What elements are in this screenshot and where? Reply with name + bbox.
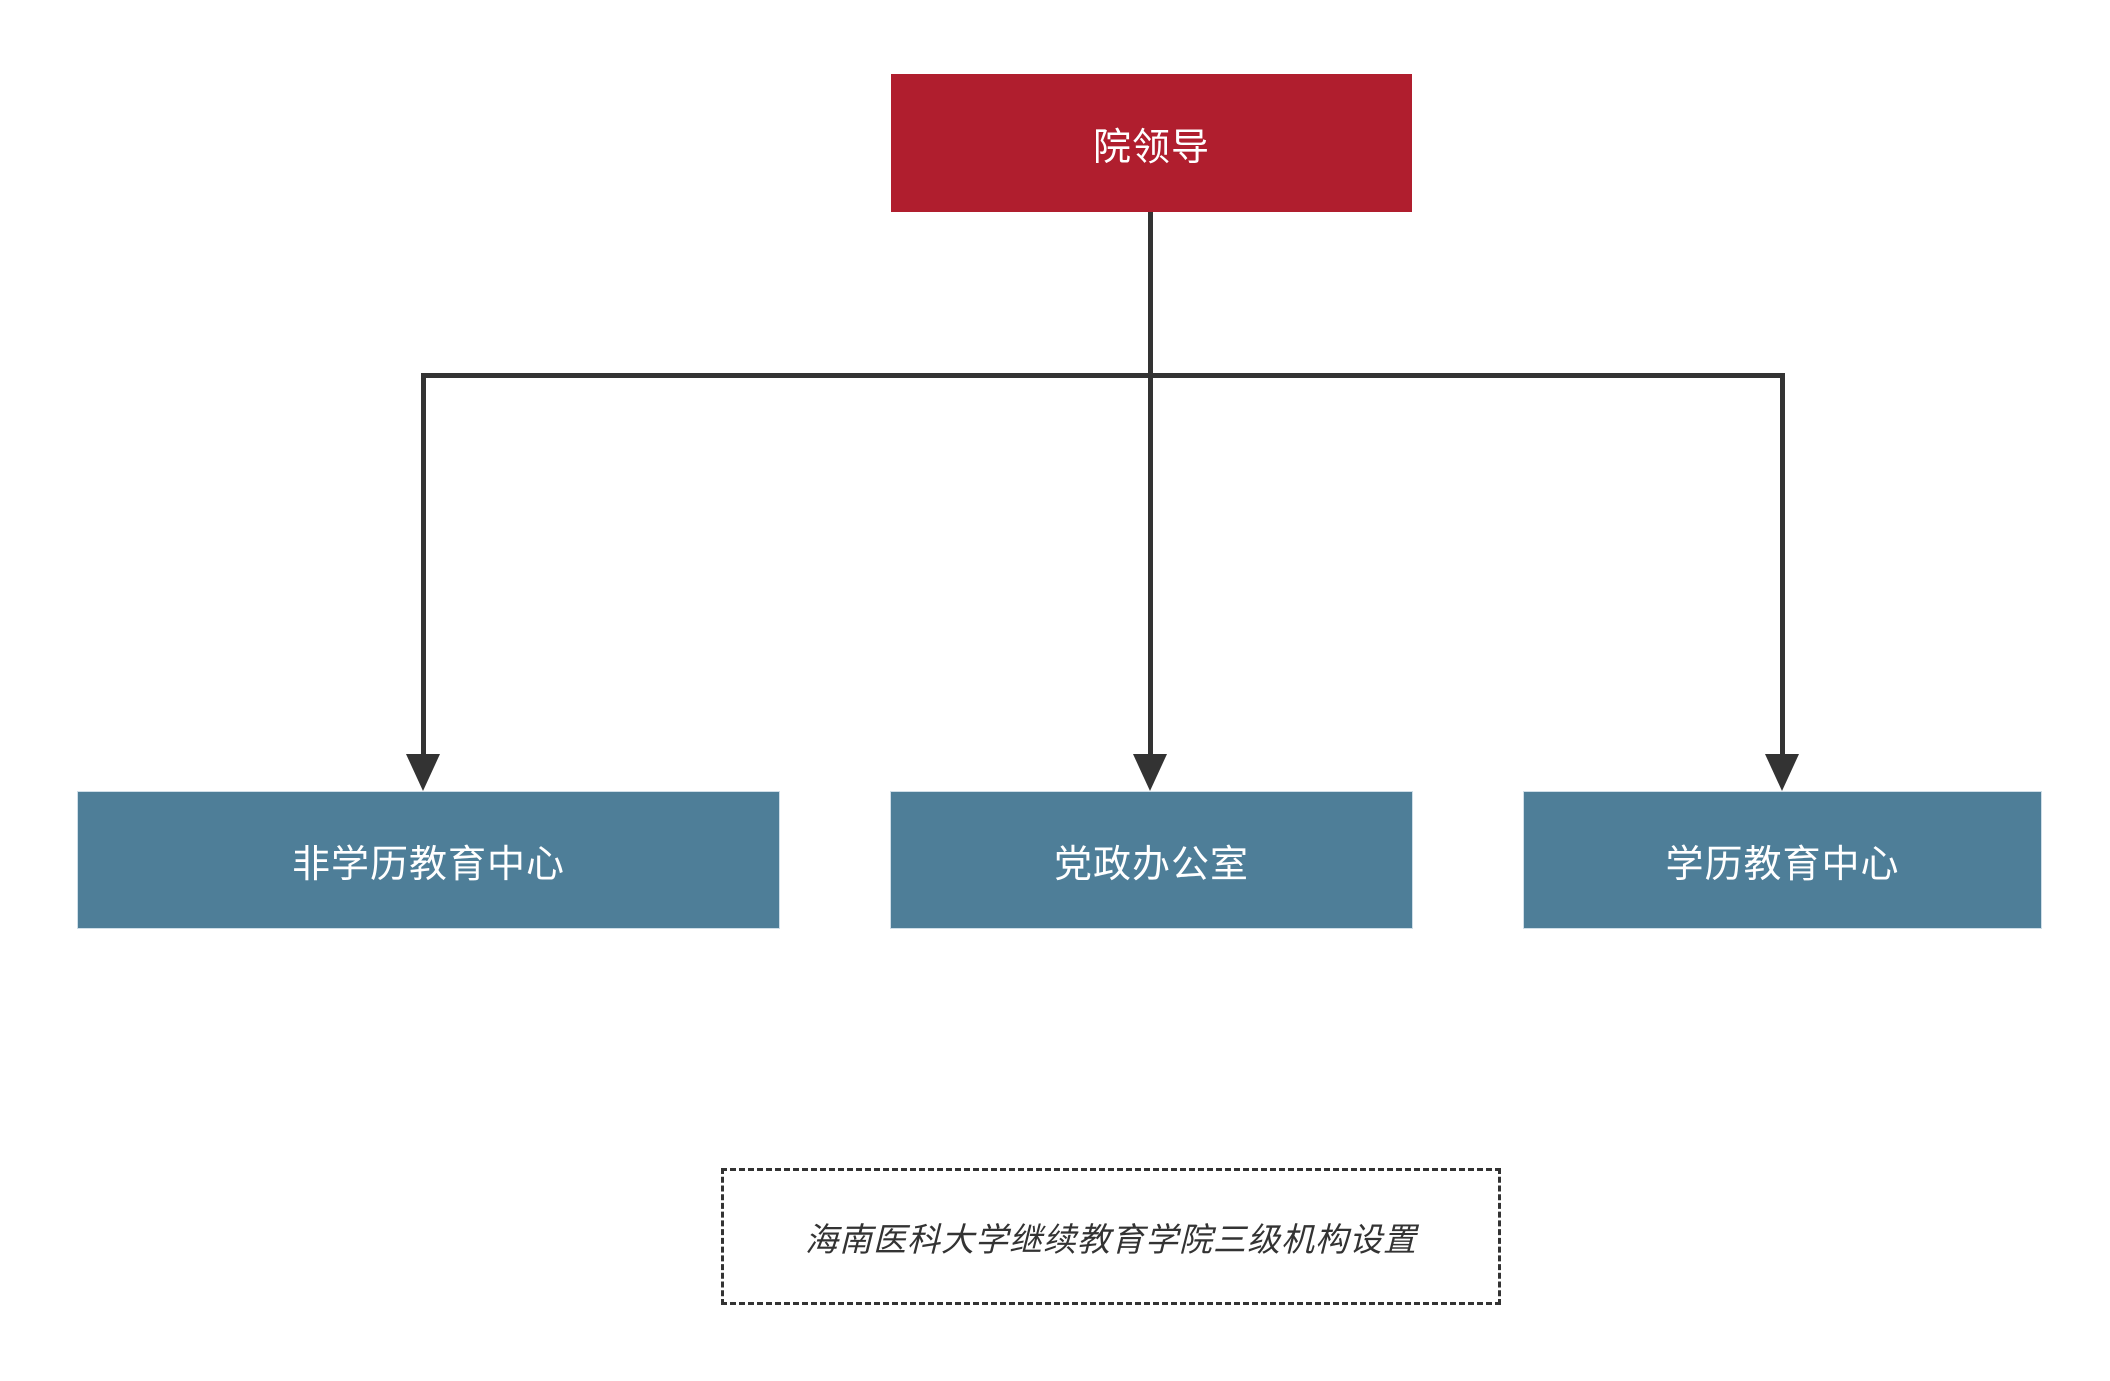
- arrowhead-middle-icon: [1133, 754, 1167, 791]
- org-node-non-degree-education-center: 非学历教育中心: [77, 791, 780, 929]
- connector-to-right-child: [1780, 373, 1785, 757]
- connector-horizontal-bus: [421, 373, 1784, 378]
- org-node-party-government-office: 党政办公室: [890, 791, 1413, 929]
- org-node-degree-education-center: 学历教育中心: [1523, 791, 2042, 929]
- org-node-degree-education-center-label: 学历教育中心: [1665, 843, 1900, 886]
- org-node-non-degree-education-center-label: 非学历教育中心: [291, 843, 565, 886]
- org-node-leadership: 院领导: [891, 74, 1412, 212]
- arrowhead-left-icon: [406, 754, 440, 791]
- diagram-caption-box: 海南医科大学继续教育学院三级机构设置: [721, 1168, 1501, 1305]
- org-node-party-government-office-label: 党政办公室: [1053, 843, 1249, 886]
- arrowhead-right-icon: [1765, 754, 1799, 791]
- org-node-leadership-label: 院领导: [1092, 126, 1210, 169]
- diagram-caption-label: 海南医科大学继续教育学院三级机构设置: [805, 1220, 1417, 1258]
- connector-root-to-middle-child: [1148, 212, 1153, 757]
- connector-to-left-child: [421, 373, 426, 757]
